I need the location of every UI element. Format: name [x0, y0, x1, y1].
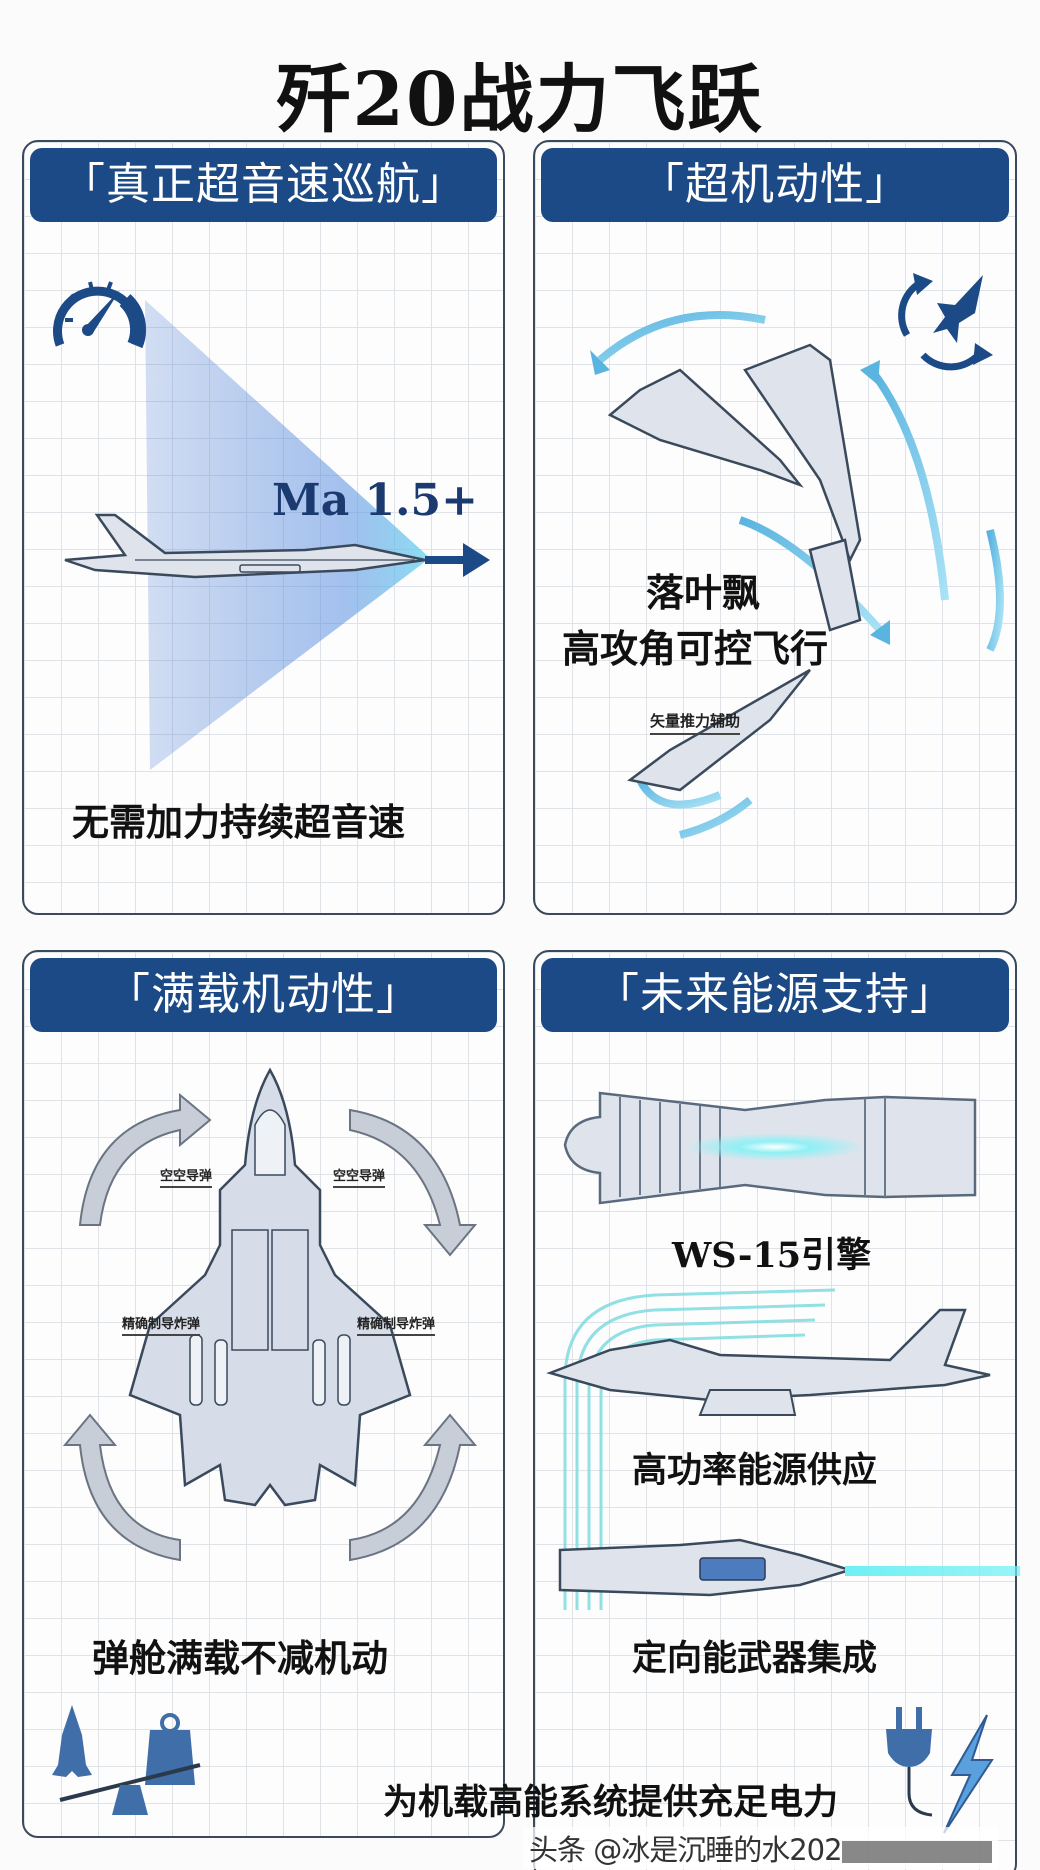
pgm-callout-right: 精确制导炸弹	[357, 1313, 436, 1336]
jet-side-view	[64, 513, 426, 579]
directed-energy-caption: 定向能武器集成	[632, 1639, 878, 1679]
speedometer-icon	[53, 281, 147, 349]
laser-jet	[558, 1538, 1020, 1597]
circular-arrows	[62, 1092, 478, 1562]
maneuver-arrows	[590, 311, 1004, 839]
aam-callout-left: 空空导弹	[160, 1165, 213, 1188]
high-aoa-caption: 高攻角可控飞行	[562, 627, 829, 671]
panel-header: 「满载机动性」	[30, 958, 497, 1032]
speed-label: Ma 1.5+	[272, 475, 478, 526]
watermark: 头条 @冰是沉睡的水202	[523, 1827, 998, 1869]
jet-side-view	[546, 1308, 991, 1416]
sonic-cone	[145, 300, 430, 770]
aam-callout-right: 空空导弹	[333, 1165, 386, 1188]
forward-arrow-icon	[425, 543, 490, 577]
plug-lightning-icon	[886, 1707, 994, 1834]
thrust-vector-callout: 矢量推力辅助	[650, 710, 741, 735]
panel-header: 「真正超音速巡航」	[30, 148, 497, 222]
watermark-redacted	[841, 1841, 992, 1863]
supercruise-caption: 无需加力持续超音速	[72, 801, 405, 844]
footer-caption: 为机载高能系统提供充足电力	[383, 1783, 839, 1823]
rotating-jet-icon	[898, 273, 993, 371]
pgm-callout-left: 精确制导炸弹	[122, 1313, 201, 1336]
engine-caption: WS-15引擎	[672, 1235, 872, 1276]
jet-top-view	[128, 1067, 412, 1507]
panel-header: 「超机动性」	[541, 148, 1009, 222]
engine-cutaway	[563, 1091, 977, 1205]
loaded-maneuver-caption: 弹舱满载不减机动	[92, 1637, 388, 1680]
watermark-text: 头条 @冰是沉睡的水202	[529, 1833, 843, 1867]
panel-header: 「未来能源支持」	[541, 958, 1009, 1032]
power-supply-caption: 高功率能源供应	[632, 1451, 878, 1491]
falling-leaf-caption: 落叶飘	[646, 571, 761, 615]
balance-scale-icon	[52, 1705, 201, 1815]
page-title: 歼20战力飞跃	[276, 57, 764, 143]
